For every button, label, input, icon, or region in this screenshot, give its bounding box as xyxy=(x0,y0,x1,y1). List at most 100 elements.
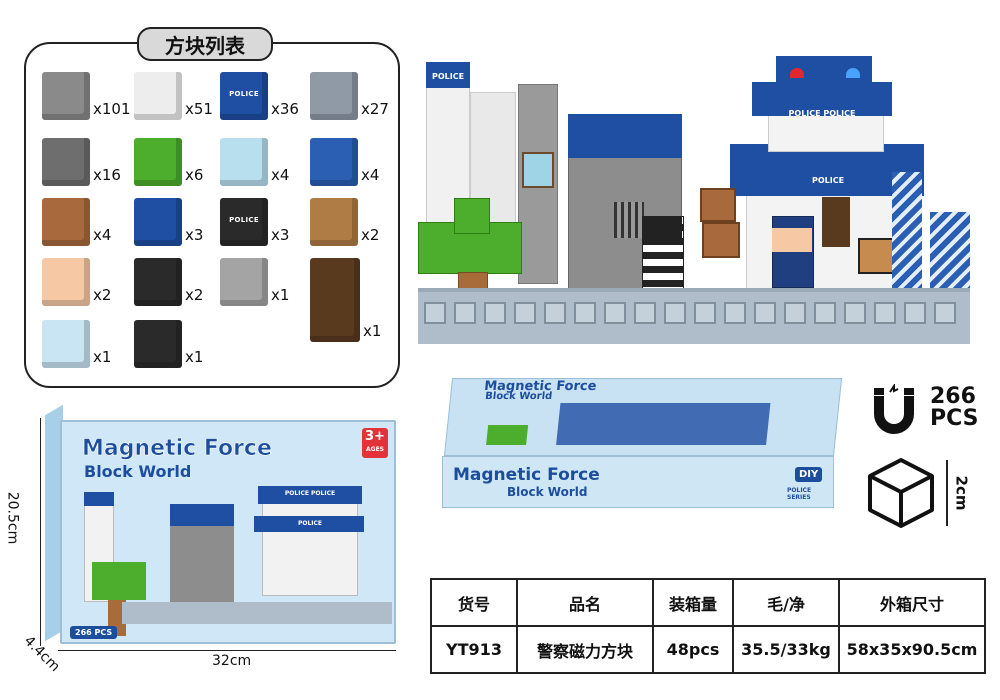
cell-carton-qty: 48pcs xyxy=(652,625,734,674)
box-ground xyxy=(122,602,392,624)
patterned-ground xyxy=(418,288,970,344)
ground-tile xyxy=(874,302,896,324)
box-station-police-police: POLICE POLICE xyxy=(284,490,336,497)
police-sign-label: POLICE xyxy=(431,72,465,81)
block-list-item: x2 xyxy=(310,198,379,246)
ground-tile xyxy=(724,302,746,324)
cube-icon xyxy=(868,458,934,528)
block-quantity: x1 xyxy=(93,348,112,366)
block-list-item: x16 xyxy=(42,138,121,186)
header-carton-size: 外箱尺寸 xyxy=(838,578,986,627)
piece-count: 266 PCS xyxy=(930,386,979,430)
box-pcs-badge: 266 PCS xyxy=(70,626,118,639)
block-quantity: x16 xyxy=(93,166,121,184)
police-officer-face-block-icon xyxy=(42,258,90,306)
ground-tile xyxy=(424,302,446,324)
block-list-item: x1 xyxy=(220,258,289,306)
police-sign-block-icon: POLICE xyxy=(220,72,268,120)
police-car-block-icon xyxy=(42,320,90,368)
blue-pattern-stack xyxy=(930,212,970,292)
block-quantity: x36 xyxy=(271,100,299,118)
block-list-item: x1 xyxy=(310,258,381,342)
ground-tile xyxy=(664,302,686,324)
age-sub: AGES xyxy=(366,446,384,453)
box-jail xyxy=(170,514,234,602)
brand-title: Magnetic Force xyxy=(82,436,272,462)
header-weight: 毛/净 xyxy=(732,578,840,627)
box-tree xyxy=(92,562,146,600)
station-door xyxy=(822,197,850,247)
cell-weight: 35.5/33kg xyxy=(732,625,840,674)
blue-pattern-block-icon xyxy=(310,138,358,186)
dog-face-block-icon xyxy=(134,320,182,368)
police-officer-head xyxy=(772,228,812,252)
block-list-item: x3 xyxy=(134,198,203,246)
cell-item-no: YT913 xyxy=(430,625,518,674)
block-list-item: x2 xyxy=(42,258,111,306)
box-jail-roof xyxy=(170,504,234,526)
cube-label: POLICE xyxy=(229,216,259,224)
spec-header-row: 货号 品名 装箱量 毛/净 外箱尺寸 xyxy=(430,578,986,627)
block-quantity: x1 xyxy=(363,322,382,340)
station-lower-roof xyxy=(730,144,924,196)
lid-tree xyxy=(486,425,529,445)
width-dimension-line xyxy=(58,650,396,651)
header-carton-qty: 装箱量 xyxy=(652,578,734,627)
blue-pattern-stack xyxy=(892,172,922,292)
piece-count-unit: PCS xyxy=(930,406,979,431)
ground-tile xyxy=(844,302,866,324)
ground-tile xyxy=(544,302,566,324)
box-side-face: Magnetic Force Block World DIY POLICE SE… xyxy=(442,456,834,508)
box-station-police: POLICE xyxy=(297,520,323,527)
lid-scene xyxy=(556,403,771,445)
series-label: POLICE SERIES xyxy=(787,487,812,501)
block-quantity: x6 xyxy=(185,166,204,184)
wood-crate-block-icon xyxy=(42,198,90,246)
depth-dimension: 4.4cm xyxy=(20,632,63,676)
side-brand-title: Magnetic Force xyxy=(453,465,600,485)
diy-badge: DIY xyxy=(795,467,823,482)
cube-size: 2cm xyxy=(952,475,971,511)
piece-count-number: 266 xyxy=(930,384,976,409)
block-quantity: x27 xyxy=(361,100,389,118)
thief-head xyxy=(642,216,682,244)
brand-subtitle: Block World xyxy=(84,462,192,481)
ground-tile xyxy=(694,302,716,324)
ground-tile xyxy=(514,302,536,324)
blue-siren-icon xyxy=(846,68,860,78)
block-quantity: x1 xyxy=(185,348,204,366)
thief-face-block-icon xyxy=(134,258,182,306)
red-siren-icon xyxy=(790,68,804,78)
jail-bars-block-icon xyxy=(42,138,90,186)
ground-tile xyxy=(634,302,656,324)
block-list-item: x1 xyxy=(134,320,203,368)
block-quantity: x4 xyxy=(361,166,380,184)
station-police-label: POLICE xyxy=(811,176,845,185)
jail-roof xyxy=(568,114,682,158)
block-quantity: x101 xyxy=(93,100,131,118)
lid-brand-subtitle: Block World xyxy=(484,391,553,402)
leaf-block-icon xyxy=(134,138,182,186)
ground-tile xyxy=(574,302,596,324)
block-quantity: x3 xyxy=(271,226,290,244)
window-block-icon xyxy=(220,138,268,186)
block-list-item: x4 xyxy=(310,138,379,186)
box-police-sign xyxy=(84,492,114,506)
box-lid: Magnetic Force Block World xyxy=(443,378,843,456)
scene-window xyxy=(522,152,554,188)
tree-leaves-top xyxy=(454,198,490,234)
box-station xyxy=(262,486,358,596)
block-list-item: POLICE x3 xyxy=(220,198,289,246)
ground-tile xyxy=(934,302,956,324)
box-station-roof xyxy=(258,486,362,504)
block-quantity: x51 xyxy=(185,100,213,118)
block-quantity: x2 xyxy=(93,286,112,304)
gray-pattern-block-icon xyxy=(310,72,358,120)
ground-tile xyxy=(484,302,506,324)
ground-tile xyxy=(784,302,806,324)
box-white-tower xyxy=(84,492,114,602)
block-list-item: x4 xyxy=(42,198,111,246)
block-list-item: POLICE x36 xyxy=(220,72,299,120)
cube-label: POLICE xyxy=(229,90,259,98)
header-item-no: 货号 xyxy=(430,578,518,627)
